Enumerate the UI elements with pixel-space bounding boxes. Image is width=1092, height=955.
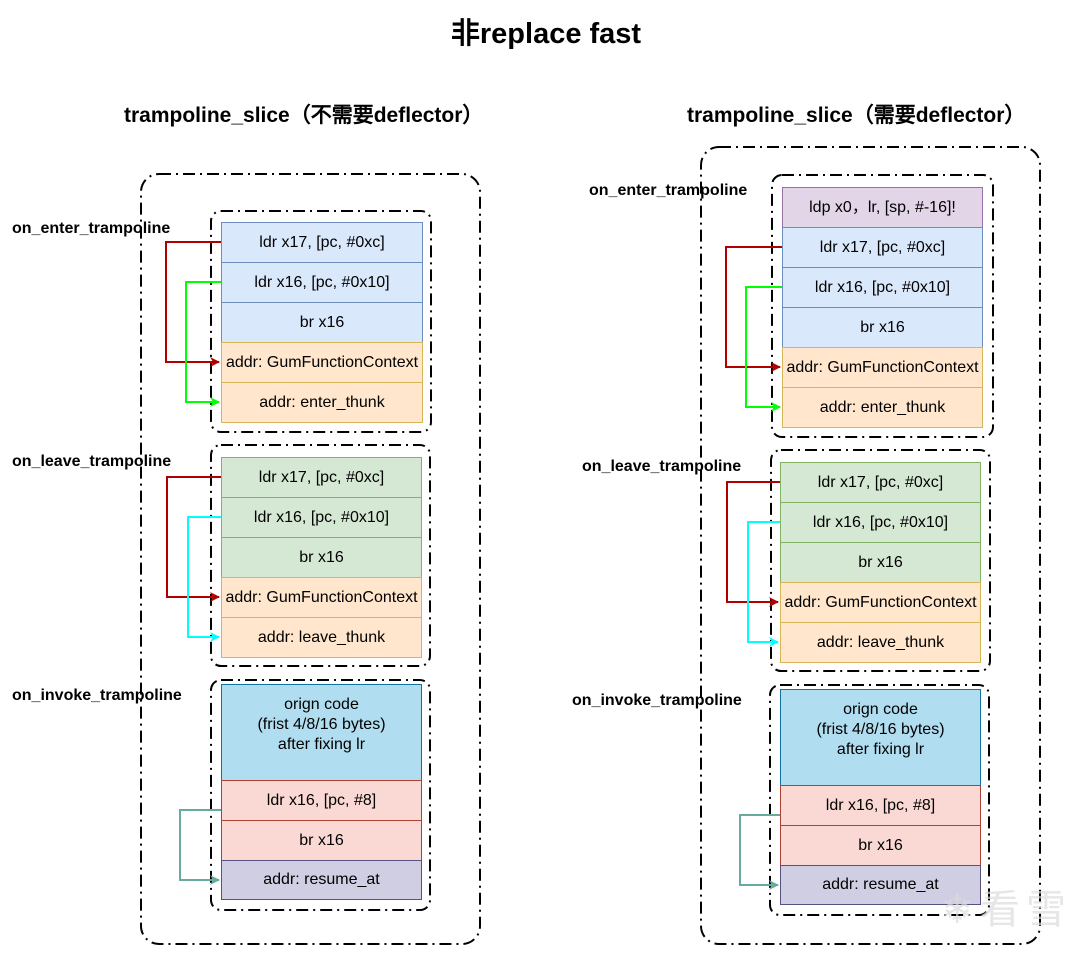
left-leave-cell: ldr x16, [pc, #0x10]: [221, 497, 422, 538]
right-enter-label: on_enter_trampoline: [589, 182, 748, 199]
right-leave-cell: ldr x17, [pc, #0xc]: [780, 462, 981, 503]
left-leave-cell: addr: leave_thunk: [221, 617, 422, 658]
left-leave-thunk-arrow: [187, 516, 221, 642]
right-invoke-cell: orign code (frist 4/8/16 bytes) after fi…: [780, 689, 981, 786]
left-enter-context-arrow: [165, 241, 221, 367]
left-leave-cell: ldr x17, [pc, #0xc]: [221, 457, 422, 498]
right-leave-context-arrow: [726, 481, 780, 607]
right-leave-cell: ldr x16, [pc, #0x10]: [780, 502, 981, 543]
left-enter-cell: ldr x17, [pc, #0xc]: [221, 222, 423, 263]
left-subtitle: trampoline_slice（不需要deflector）: [124, 104, 484, 127]
right-subtitle: trampoline_slice（需要deflector）: [687, 104, 1026, 127]
left-leave-label: on_leave_trampoline: [12, 453, 172, 470]
snowflake-icon: ❄: [940, 888, 980, 932]
left-invoke-cell: addr: resume_at: [221, 860, 422, 900]
right-leave-label: on_leave_trampoline: [582, 458, 742, 475]
left-enter-cell: addr: GumFunctionContext: [221, 342, 423, 383]
left-leave-context-arrow: [166, 476, 221, 602]
right-enter-cell: br x16: [782, 307, 983, 348]
right-invoke-cell: ldr x16, [pc, #8]: [780, 785, 981, 826]
right-invoke-cell: addr: resume_at: [780, 865, 981, 905]
watermark-text: 看雪: [980, 888, 1072, 932]
right-enter-thunk-arrow: [745, 286, 782, 412]
left-enter-cell: br x16: [221, 302, 423, 343]
right-leave-cell: addr: leave_thunk: [780, 622, 981, 663]
right-enter-cell: addr: enter_thunk: [782, 387, 983, 428]
right-leave-cell: addr: GumFunctionContext: [780, 582, 981, 623]
left-enter-cell: addr: enter_thunk: [221, 382, 423, 423]
right-leave-thunk-arrow: [747, 521, 780, 647]
watermark-logo: ❄看雪: [940, 877, 1072, 935]
left-enter-thunk-arrow: [185, 281, 221, 407]
left-invoke-cell: ldr x16, [pc, #8]: [221, 780, 422, 821]
right-invoke-cell: br x16: [780, 825, 981, 866]
left-enter-label: on_enter_trampoline: [12, 220, 171, 237]
left-resume-arrow: [179, 809, 221, 885]
right-enter-cell: ldr x17, [pc, #0xc]: [782, 227, 983, 268]
right-enter-context-arrow: [725, 246, 782, 372]
right-enter-cell: ldp x0，lr, [sp, #-16]!: [782, 187, 983, 228]
left-invoke-cell: br x16: [221, 820, 422, 861]
left-leave-cell: addr: GumFunctionContext: [221, 577, 422, 618]
right-leave-cell: br x16: [780, 542, 981, 583]
right-enter-cell: ldr x16, [pc, #0x10]: [782, 267, 983, 308]
diagram-title: 非replace fast: [450, 18, 642, 50]
left-invoke-cell: orign code (frist 4/8/16 bytes) after fi…: [221, 684, 422, 781]
right-enter-cell: addr: GumFunctionContext: [782, 347, 983, 388]
left-invoke-label: on_invoke_trampoline: [12, 687, 182, 704]
right-invoke-label: on_invoke_trampoline: [572, 692, 742, 709]
left-leave-cell: br x16: [221, 537, 422, 578]
left-enter-cell: ldr x16, [pc, #0x10]: [221, 262, 423, 303]
right-resume-arrow: [739, 814, 780, 890]
